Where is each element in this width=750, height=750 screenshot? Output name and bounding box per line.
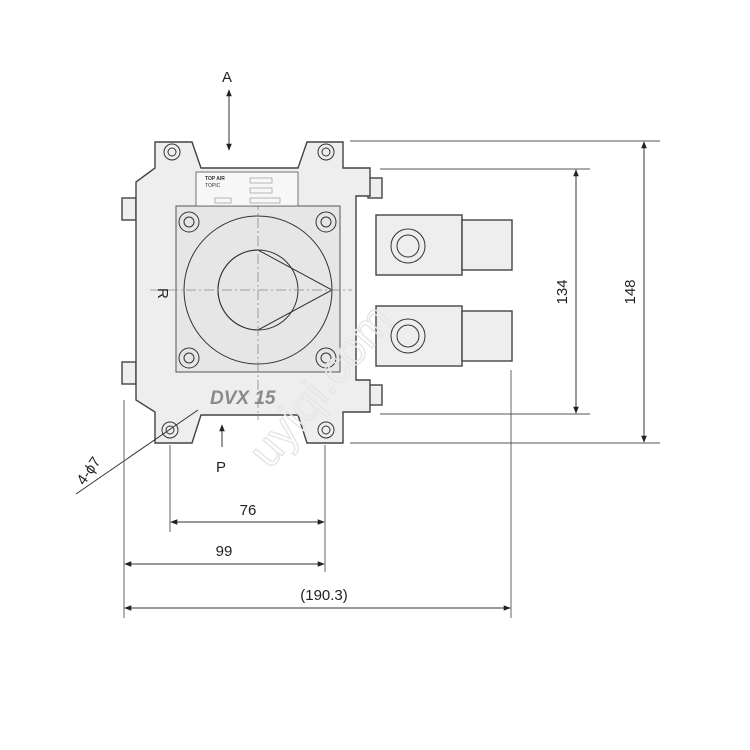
dim-190: (190.3) — [124, 587, 511, 611]
port-p-indicator: P — [216, 424, 226, 476]
dim-134-label: 134 — [554, 279, 571, 304]
hole-callout-label: 4-ϕ7 — [73, 454, 104, 488]
dim-148: 148 — [622, 141, 647, 443]
port-p-label: P — [216, 459, 226, 476]
dim-76-label: 76 — [240, 502, 257, 519]
dim-134: 134 — [554, 169, 579, 414]
dim-99-label: 99 — [216, 543, 233, 560]
dim-76: 76 — [170, 502, 325, 525]
extension-lines — [123, 140, 660, 618]
hole-callout: 4-ϕ7 — [73, 409, 199, 495]
right-fittings — [375, 214, 513, 367]
nameplate: TOP AIR TOPIC — [195, 171, 299, 207]
port-a-label: A — [222, 69, 232, 86]
dim-148-label: 148 — [622, 279, 639, 304]
nameplate-brand: TOP AIR — [205, 176, 225, 182]
valve-body — [121, 141, 383, 444]
dim-99: 99 — [124, 543, 325, 567]
port-r-label: R — [154, 288, 171, 299]
nameplate-maker: TOPIC — [205, 183, 221, 189]
model-label: DVX 15 — [210, 388, 276, 409]
dim-190-label: (190.3) — [300, 587, 348, 604]
port-a-indicator: A — [222, 69, 232, 151]
